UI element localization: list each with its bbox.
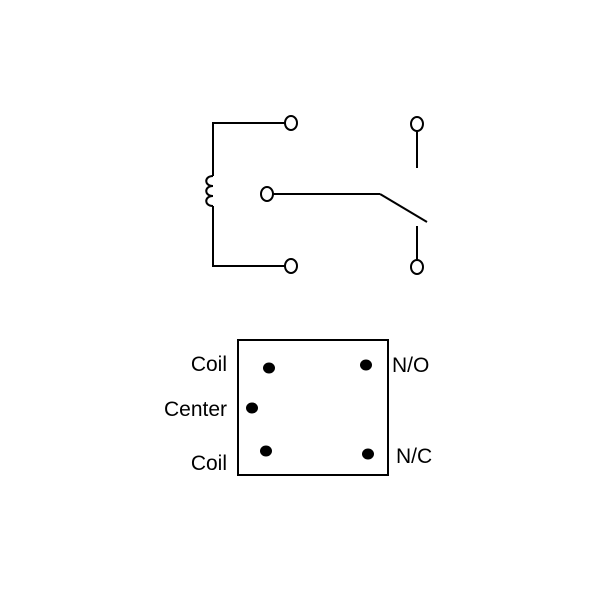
coil-wire-top — [212, 122, 287, 176]
pin-center — [246, 402, 258, 414]
switch-arm — [379, 193, 428, 223]
label-normally-open: N/O — [392, 354, 429, 377]
label-normally-closed: N/C — [396, 445, 432, 468]
nc-contact-terminal — [410, 259, 424, 275]
label-coil-bottom: Coil — [191, 452, 227, 475]
label-coil-top: Coil — [191, 353, 227, 376]
relay-body-outline — [237, 339, 389, 476]
pin-nc — [362, 448, 374, 460]
relay-schematic — [205, 115, 428, 275]
coil-terminal-bottom — [284, 258, 298, 274]
no-contact-terminal — [410, 116, 424, 132]
label-center: Center — [164, 398, 227, 421]
pin-no — [360, 359, 372, 371]
pin-coil-top — [263, 362, 275, 374]
coil-winding — [205, 175, 214, 207]
coil-terminal-top — [284, 115, 298, 131]
relay-footprint: Coil Center Coil N/O N/C — [164, 339, 432, 476]
common-terminal — [260, 186, 274, 202]
pin-coil-bottom — [260, 445, 272, 457]
coil-wire-bottom — [212, 206, 287, 267]
